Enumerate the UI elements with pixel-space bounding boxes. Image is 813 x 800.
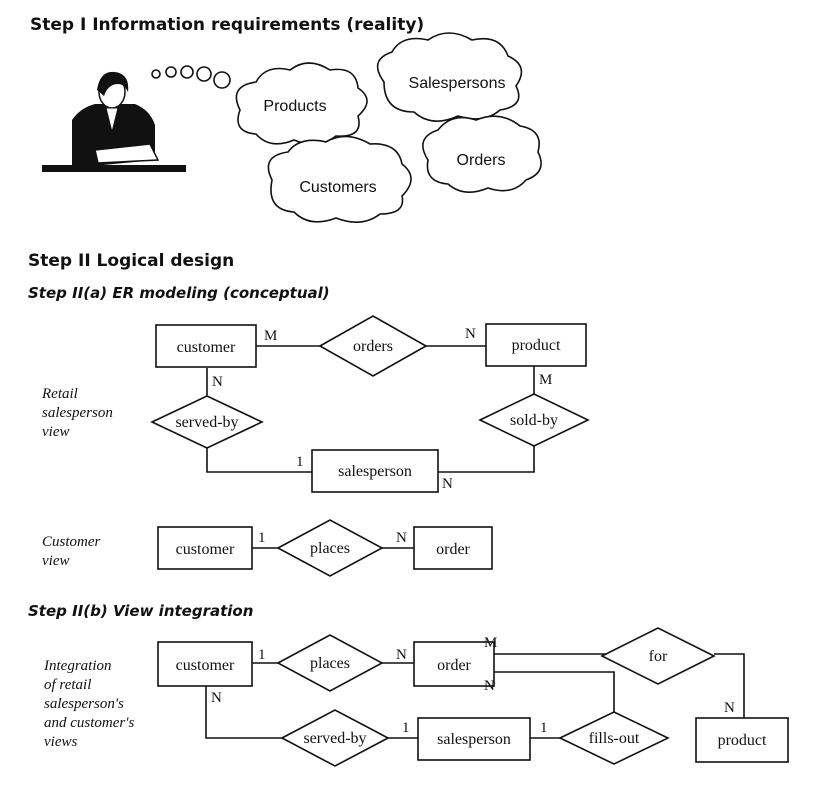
relationship-sold-by-label: sold-by [510, 412, 558, 429]
entity-order-label: order [437, 657, 471, 674]
cardinality-label: 1 [402, 720, 410, 736]
relationship-places [276, 519, 384, 577]
entity-customer [157, 526, 253, 570]
cloud-products: Products [235, 62, 368, 145]
step2b-title: Step II(b) View integration [28, 602, 253, 620]
cardinality-label: M [484, 635, 497, 651]
relationship-served-by-label: served-by [303, 730, 366, 747]
relationship-places-label: places [310, 540, 350, 557]
entity-customer [157, 641, 253, 687]
entity-order-label: order [436, 541, 470, 558]
relationship-fills-out [558, 711, 670, 765]
cardinality-label: N [396, 530, 407, 546]
cloud-orders: Orders [422, 115, 542, 193]
entity-product-label: product [718, 732, 767, 749]
entity-product [485, 323, 587, 367]
relationship-orders [318, 315, 428, 377]
entity-customer [155, 324, 257, 368]
relationship-places-label: places [310, 655, 350, 672]
integration-view-label: Integration of retail salesperson's and … [43, 658, 138, 750]
retail-view-connectors [206, 345, 535, 473]
thought-bubbles [151, 65, 231, 89]
entity-salesperson-label: salesperson [437, 731, 511, 748]
step2-title: Step II Logical design [28, 251, 234, 271]
entity-salesperson [311, 449, 439, 493]
customer-view-label: Customer view [42, 534, 104, 569]
cloud-salespersons: Salespersons [376, 32, 523, 122]
cloud-customers: Customers [267, 135, 412, 223]
retail-view-label: Retail salesperson view [41, 386, 117, 440]
relationship-orders-label: orders [353, 338, 393, 355]
cardinality-label: N [396, 647, 407, 663]
relationship-fills-out-label: fills-out [589, 730, 640, 747]
cardinality-label: 1 [296, 454, 304, 470]
step2a-title: Step II(a) ER modeling (conceptual) [28, 284, 330, 302]
cloud-label: Products [263, 98, 326, 115]
entity-order [413, 526, 493, 570]
integration-view-connectors [205, 653, 745, 739]
entity-customer-label: customer [176, 657, 235, 674]
cardinality-label: N [211, 690, 222, 706]
cardinality-label: N [465, 326, 476, 342]
entity-salesperson [417, 717, 531, 761]
step1-title: Step I Information requirements (reality… [30, 15, 424, 35]
cardinality-label: 1 [258, 530, 266, 546]
entity-customer-label: customer [176, 541, 235, 558]
relationship-for [600, 627, 716, 685]
entity-order [413, 641, 495, 687]
entity-customer-label: customer [177, 339, 236, 356]
relationship-sold-by [478, 393, 590, 447]
cardinality-label: N [212, 374, 223, 390]
entity-product [695, 717, 789, 763]
entity-product-label: product [512, 337, 561, 354]
cardinality-label: 1 [540, 720, 548, 736]
relationship-for-label: for [649, 648, 668, 665]
relationship-served-by [150, 395, 264, 449]
cloud-label: Salespersons [409, 75, 506, 92]
cardinality-label: N [724, 700, 735, 716]
cardinality-label: 1 [258, 647, 266, 663]
entity-salesperson-label: salesperson [338, 463, 412, 480]
cardinality-label: M [264, 328, 277, 344]
cloud-label: Customers [299, 179, 376, 196]
relationship-places [276, 634, 384, 692]
cloud-label: Orders [457, 152, 506, 169]
cardinality-label: M [539, 372, 552, 388]
cardinality-label: N [442, 476, 453, 492]
cardinality-label: N [484, 678, 495, 694]
relationship-served-by-label: served-by [175, 414, 238, 431]
relationship-served-by [280, 709, 390, 767]
person-reading-icon [42, 71, 186, 172]
